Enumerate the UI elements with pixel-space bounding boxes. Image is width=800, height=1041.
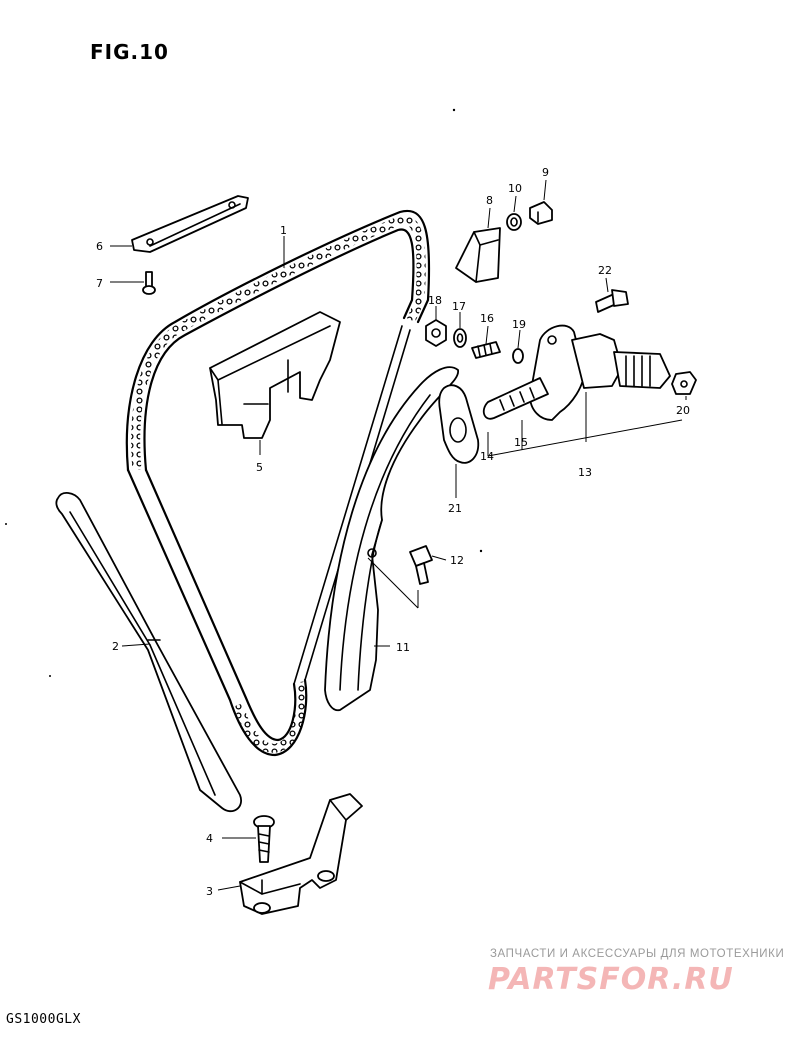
callout-19: 19 xyxy=(512,318,526,331)
leader-13-bracket xyxy=(487,419,683,457)
top-chain-guide xyxy=(209,311,341,439)
callout-7: 7 xyxy=(96,277,103,290)
guide-holder-bolt xyxy=(253,815,275,863)
callout-12: 12 xyxy=(450,554,464,567)
leader-lines xyxy=(110,179,687,891)
washer-17 xyxy=(453,328,467,348)
tension-guide-bolt xyxy=(367,545,433,609)
guide-holder xyxy=(239,793,363,915)
callout-18: 18 xyxy=(428,294,442,307)
callout-2: 2 xyxy=(112,640,119,653)
callout-1: 1 xyxy=(280,224,287,237)
tensioner-cover xyxy=(455,227,501,283)
rear-chain-guide xyxy=(55,492,242,813)
callout-9: 9 xyxy=(542,166,549,179)
speckles xyxy=(5,108,483,677)
model-code: GS1000GLX xyxy=(6,1012,81,1027)
callout-5: 5 xyxy=(256,461,263,474)
callout-17: 17 xyxy=(452,300,466,313)
guide-plate xyxy=(131,195,249,253)
callout-6: 6 xyxy=(96,240,103,253)
callout-22: 22 xyxy=(598,264,612,277)
callout-10: 10 xyxy=(508,182,522,195)
callout-11: 11 xyxy=(396,641,410,654)
callout-21: 21 xyxy=(448,502,462,515)
callout-14: 14 xyxy=(480,450,494,463)
callout-labels: 1 2 3 4 5 6 7 8 9 10 11 12 13 14 15 16 1… xyxy=(96,166,690,898)
watermark-logo: PARTSFOR.RU xyxy=(488,962,734,997)
callout-13: 13 xyxy=(578,466,592,479)
washer-10 xyxy=(506,213,522,231)
callout-15: 15 xyxy=(514,436,528,449)
cam-chain xyxy=(125,209,431,757)
tensioner-assembly xyxy=(482,324,697,421)
watermark-tagline: ЗАПЧАСТИ И АКСЕССУАРЫ ДЛЯ МОТОТЕХНИКИ xyxy=(490,948,785,960)
tensioner-bolt xyxy=(595,289,629,313)
o-ring-19 xyxy=(512,348,524,364)
callout-16: 16 xyxy=(480,312,494,325)
tension-guide xyxy=(324,366,459,712)
nut-18 xyxy=(425,319,447,347)
gasket-21 xyxy=(438,384,480,464)
callout-20: 20 xyxy=(676,404,690,417)
callout-8: 8 xyxy=(486,194,493,207)
callout-3: 3 xyxy=(206,885,213,898)
stopper-screw-16 xyxy=(471,341,501,359)
figure-title: FIG.10 xyxy=(90,40,169,64)
plate-screw xyxy=(142,271,156,295)
callout-4: 4 xyxy=(206,832,213,845)
bolt-9 xyxy=(529,201,553,225)
